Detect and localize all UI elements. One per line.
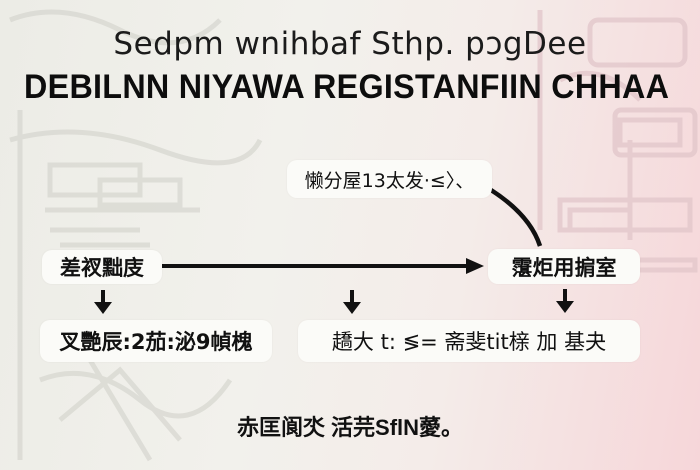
node-top-input: 懒分屋13太发·≤〉、 bbox=[287, 160, 492, 198]
diagram-footer: 赤匡阆氼 活芫SflN薆。 bbox=[236, 415, 464, 440]
node-right-label: 霮炬用掮室 bbox=[511, 255, 617, 280]
arrow-down-right bbox=[556, 289, 574, 313]
arrow-left-to-right bbox=[162, 258, 484, 274]
node-bottom-left: 叉艷辰:2茄:泌9幀槐 bbox=[40, 320, 272, 362]
diagram-subtitle: Sedpm wnihbaf Sthp. pɔgDee bbox=[113, 26, 587, 62]
arrow-down-left bbox=[94, 290, 112, 314]
node-left-label: 差衩黜庋 bbox=[60, 256, 144, 280]
connector-top-to-right bbox=[489, 188, 543, 247]
arrow-down-middle bbox=[343, 290, 361, 314]
node-right-target: 霮炬用掮室 bbox=[488, 249, 640, 284]
node-bottom-right-label: 趫大 t: ≶= 斋斐tit榇 加 基夬 bbox=[331, 330, 607, 354]
node-top-label: 懒分屋13太发·≤〉、 bbox=[304, 169, 475, 192]
node-left-source: 差衩黜庋 bbox=[42, 250, 162, 284]
node-bottom-right: 趫大 t: ≶= 斋斐tit榇 加 基夬 bbox=[298, 320, 640, 362]
diagram-title: DEBILNN NIYAWA REGISTANFIIN CHHAA bbox=[24, 68, 670, 106]
node-bottom-left-label: 叉艷辰:2茄:泌9幀槐 bbox=[59, 330, 253, 354]
